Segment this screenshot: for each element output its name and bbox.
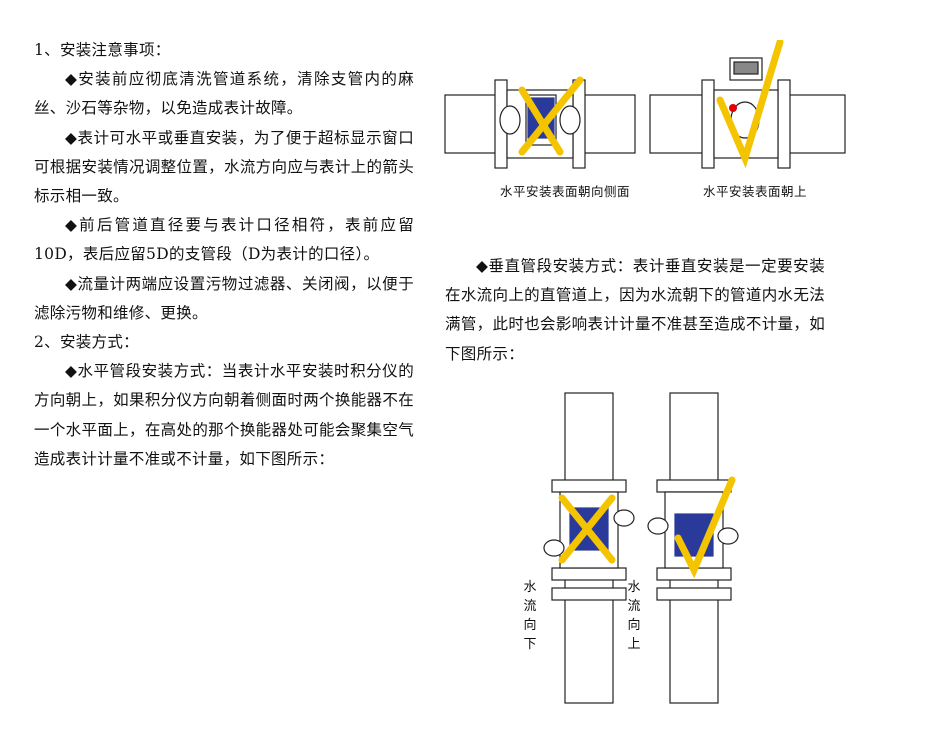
label-flow-down: 水 流 向 下 [523,580,537,652]
heading-install-method: 2、安装方式： [34,333,139,352]
paragraph-orientation: ◆表计可水平或垂直安装，为了便于超标显示窗口可根据安装情况调整位置，水流方向应与… [34,128,414,206]
paragraph-vertical-install: ◆垂直管段安装方式：表计垂直安装是一定要安装在水流向上的直管道上，因为水流朝下的… [445,257,825,363]
paragraph-filters: ◆流量计两端应设置污物过滤器、关闭阀，以便于滤除污物和维修、更换。 [34,274,414,322]
caption-side-facing: 水平安装表面朝向侧面 [500,184,631,199]
heading-install-notes: 1、安装注意事项： [34,41,171,59]
caption-face-up: 水平安装表面朝上 [703,184,808,199]
vertical-install-diagram [543,392,739,704]
paragraph-horizontal-install: ◆水平管段安装方式：当表计水平安装时积分仪的方向朝上，如果积分仪方向朝着侧面时两… [34,362,414,468]
paragraph-pipe-diameter: ◆前后管道直径要与表计口径相符，表前应留10D，表后应留5D的支管段（D为表计的… [34,216,414,264]
paragraph-clean-pipes: ◆安装前应彻底清洗管道系统，清除支管内的麻丝、沙石等杂物，以免造成表计故障。 [34,70,414,118]
left-column: 1、安装注意事项： ◆安装前应彻底清洗管道系统，清除支管内的麻丝、沙石等杂物，以… [34,36,414,474]
label-flow-up: 水 流 向 上 [627,580,641,652]
horizontal-install-diagram [444,40,846,169]
